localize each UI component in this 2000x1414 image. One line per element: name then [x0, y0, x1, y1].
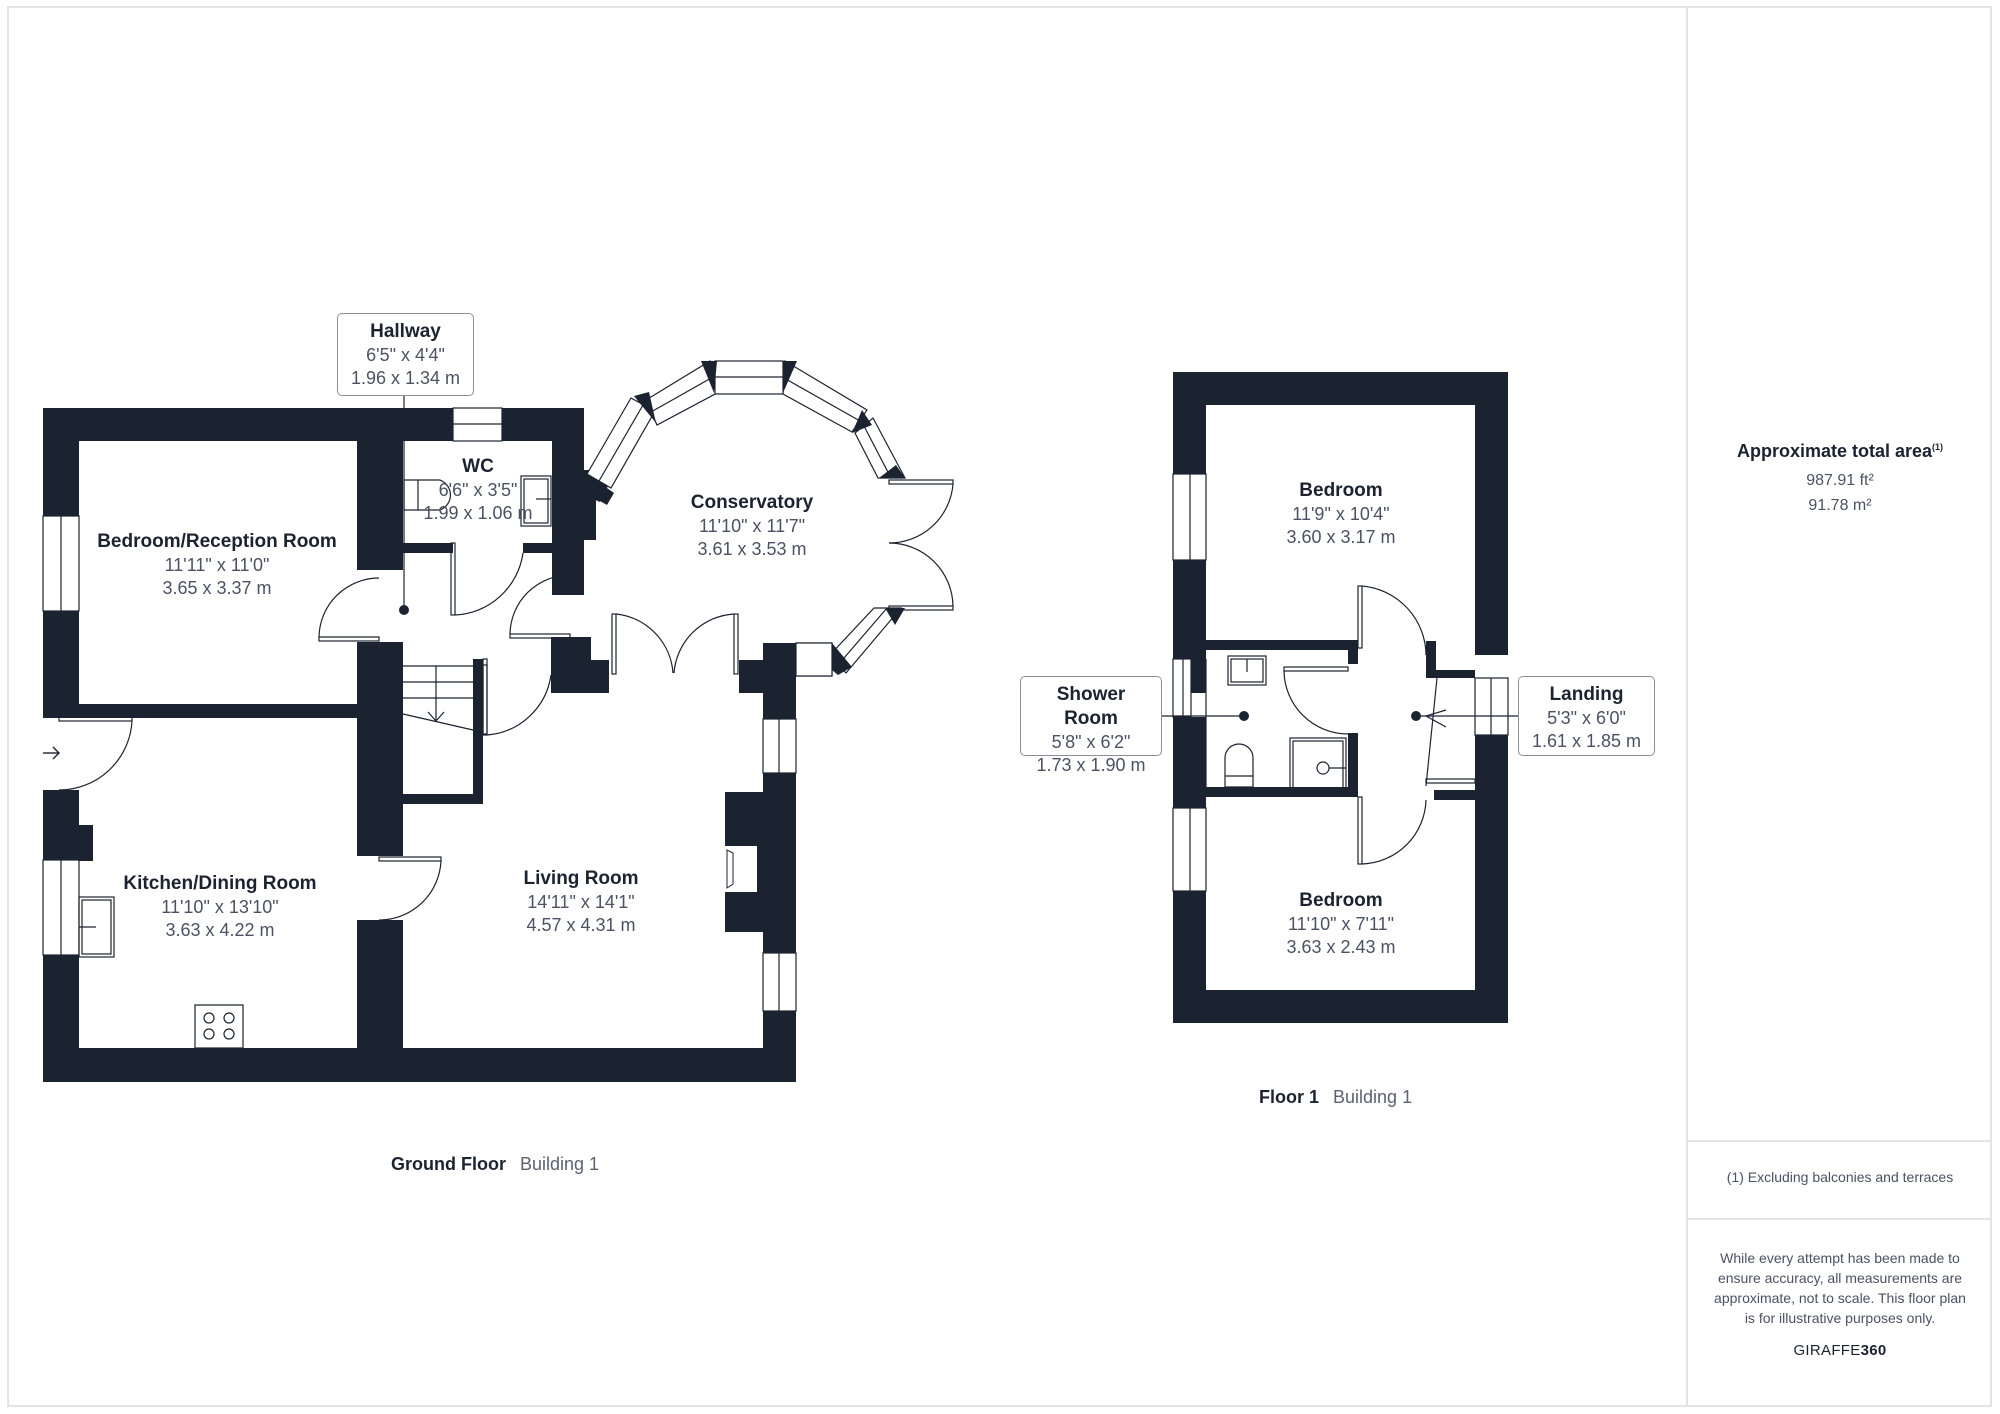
room-dim-imperial: 14'11" x 14'1": [527, 892, 635, 912]
floor-name: Floor 1: [1259, 1087, 1320, 1107]
sidebar-divider: [1686, 6, 1688, 1407]
room-bedroom-1: Bedroom 11'9" x 10'4" 3.60 x 3.17 m: [1286, 479, 1395, 549]
room-dim-imperial: 5'8" x 6'2": [1051, 732, 1131, 752]
room-dim-imperial: 6'6" x 3'5": [438, 480, 518, 500]
area-title-text: Approximate total area: [1736, 441, 1933, 461]
room-dim-metric: 4.57 x 4.31 m: [526, 915, 636, 935]
entrance-arrow-icon: [43, 746, 60, 760]
ground-floor-caption: Ground Floor Building 1: [391, 1154, 599, 1175]
room-name: Bedroom/Reception Room: [97, 531, 337, 552]
area-metric: 91.78 m²: [1808, 497, 1872, 514]
area-imperial: 987.91 ft²: [1806, 472, 1874, 489]
toilet-icon: [403, 479, 452, 511]
room-name: Shower Room: [1056, 684, 1126, 729]
sidebar-divider-footnote: [1688, 1140, 1992, 1142]
room-bedroom-reception: Bedroom/Reception Room 11'11" x 11'0" 3.…: [97, 530, 337, 600]
hob-icon: [194, 1004, 244, 1049]
page-frame: [7, 6, 1992, 1407]
disclaimer-text: While every attempt has been made to ens…: [1714, 1250, 1966, 1326]
building-name: Building 1: [1333, 1087, 1413, 1107]
callout-landing: Landing 5'3" x 6'0" 1.61 x 1.85 m: [1518, 676, 1655, 756]
room-dim-imperial: 11'11" x 11'0": [164, 555, 270, 575]
ground-floor-doors: [43, 396, 954, 1049]
room-dim-metric: 3.63 x 2.43 m: [1286, 937, 1396, 957]
sidebar-divider-disclaimer: [1688, 1218, 1992, 1220]
room-dim-metric: 3.61 x 3.53 m: [697, 539, 807, 559]
room-dim-imperial: 11'10" x 11'7": [698, 516, 806, 536]
room-wc: WC 6'6" x 3'5" 1.99 x 1.06 m: [423, 455, 532, 525]
first-floor-walls: [1173, 372, 1508, 1023]
room-name: Bedroom: [1299, 480, 1383, 501]
fireplace-icon: [725, 846, 757, 892]
room-dim-metric: 1.73 x 1.90 m: [1036, 755, 1146, 775]
first-floor-doors: [1162, 585, 1518, 865]
room-bedroom-2: Bedroom 11'10" x 7'11" 3.63 x 2.43 m: [1286, 889, 1395, 959]
shower-tray-icon: [1289, 737, 1347, 796]
room-dim-metric: 3.65 x 3.37 m: [162, 578, 272, 598]
ground-floor-walls: [43, 408, 796, 1082]
room-name: Bedroom: [1299, 890, 1383, 911]
room-kitchen-dining: Kitchen/Dining Room 11'10" x 13'10" 3.63…: [123, 872, 316, 942]
callout-shower-room: Shower Room 5'8" x 6'2" 1.73 x 1.90 m: [1020, 676, 1162, 775]
sink-icon: [520, 475, 552, 527]
room-name: Living Room: [523, 868, 639, 889]
room-dim-metric: 1.99 x 1.06 m: [423, 503, 533, 523]
room-name: WC: [462, 456, 494, 477]
room-dim-metric: 1.61 x 1.85 m: [1531, 731, 1642, 751]
floor-name: Ground Floor: [391, 1154, 506, 1174]
room-dim-imperial: 11'10" x 13'10": [161, 897, 279, 917]
building-name: Building 1: [519, 1154, 600, 1174]
room-living-room: Living Room 14'11" x 14'1" 4.57 x 4.31 m: [523, 867, 638, 937]
sink-icon: [1227, 655, 1267, 686]
total-area-panel: Approximate total area(1) 987.91 ft² 91.…: [1688, 441, 1992, 518]
room-name: Kitchen/Dining Room: [123, 873, 317, 894]
callout-hallway: Hallway 6'5" x 4'4" 1.96 x 1.34 m: [337, 313, 474, 396]
room-dim-metric: 3.60 x 3.17 m: [1286, 527, 1396, 547]
brand-logo: GIRAFFE360: [1688, 1342, 1992, 1359]
room-conservatory: Conservatory 11'10" x 11'7" 3.61 x 3.53 …: [691, 491, 814, 561]
first-floor-caption: Floor 1 Building 1: [1259, 1087, 1412, 1108]
room-dim-imperial: 11'10" x 7'11": [1287, 914, 1395, 934]
area-title: Approximate total area(1): [1688, 441, 1992, 462]
footnote-panel: (1) Excluding balconies and terraces: [1688, 1169, 1992, 1185]
room-dim-imperial: 5'3" x 6'0": [1547, 708, 1626, 728]
brand-light: GIRAFFE: [1793, 1342, 1861, 1359]
room-name: Landing: [1549, 684, 1624, 705]
room-name: Hallway: [370, 321, 441, 342]
room-name: Conservatory: [690, 492, 814, 513]
disclaimer-panel: While every attempt has been made to ens…: [1688, 1248, 1992, 1359]
room-dim-metric: 3.63 x 4.22 m: [165, 920, 275, 940]
stairs-icon: [402, 658, 488, 735]
toilet-icon: [1224, 743, 1254, 788]
conservatory-glazing: [584, 359, 906, 677]
room-dim-metric: 1.96 x 1.34 m: [350, 368, 461, 388]
brand-bold: 360: [1860, 1342, 1887, 1359]
first-floor-windows: [1172, 473, 1509, 892]
room-dim-imperial: 6'5" x 4'4": [366, 345, 445, 365]
room-dim-imperial: 11'9" x 10'4": [1292, 504, 1390, 524]
sink-icon: [78, 896, 115, 958]
footnote-text: (1) Excluding balconies and terraces: [1726, 1169, 1954, 1185]
footnote-marker: (1): [1932, 442, 1944, 452]
